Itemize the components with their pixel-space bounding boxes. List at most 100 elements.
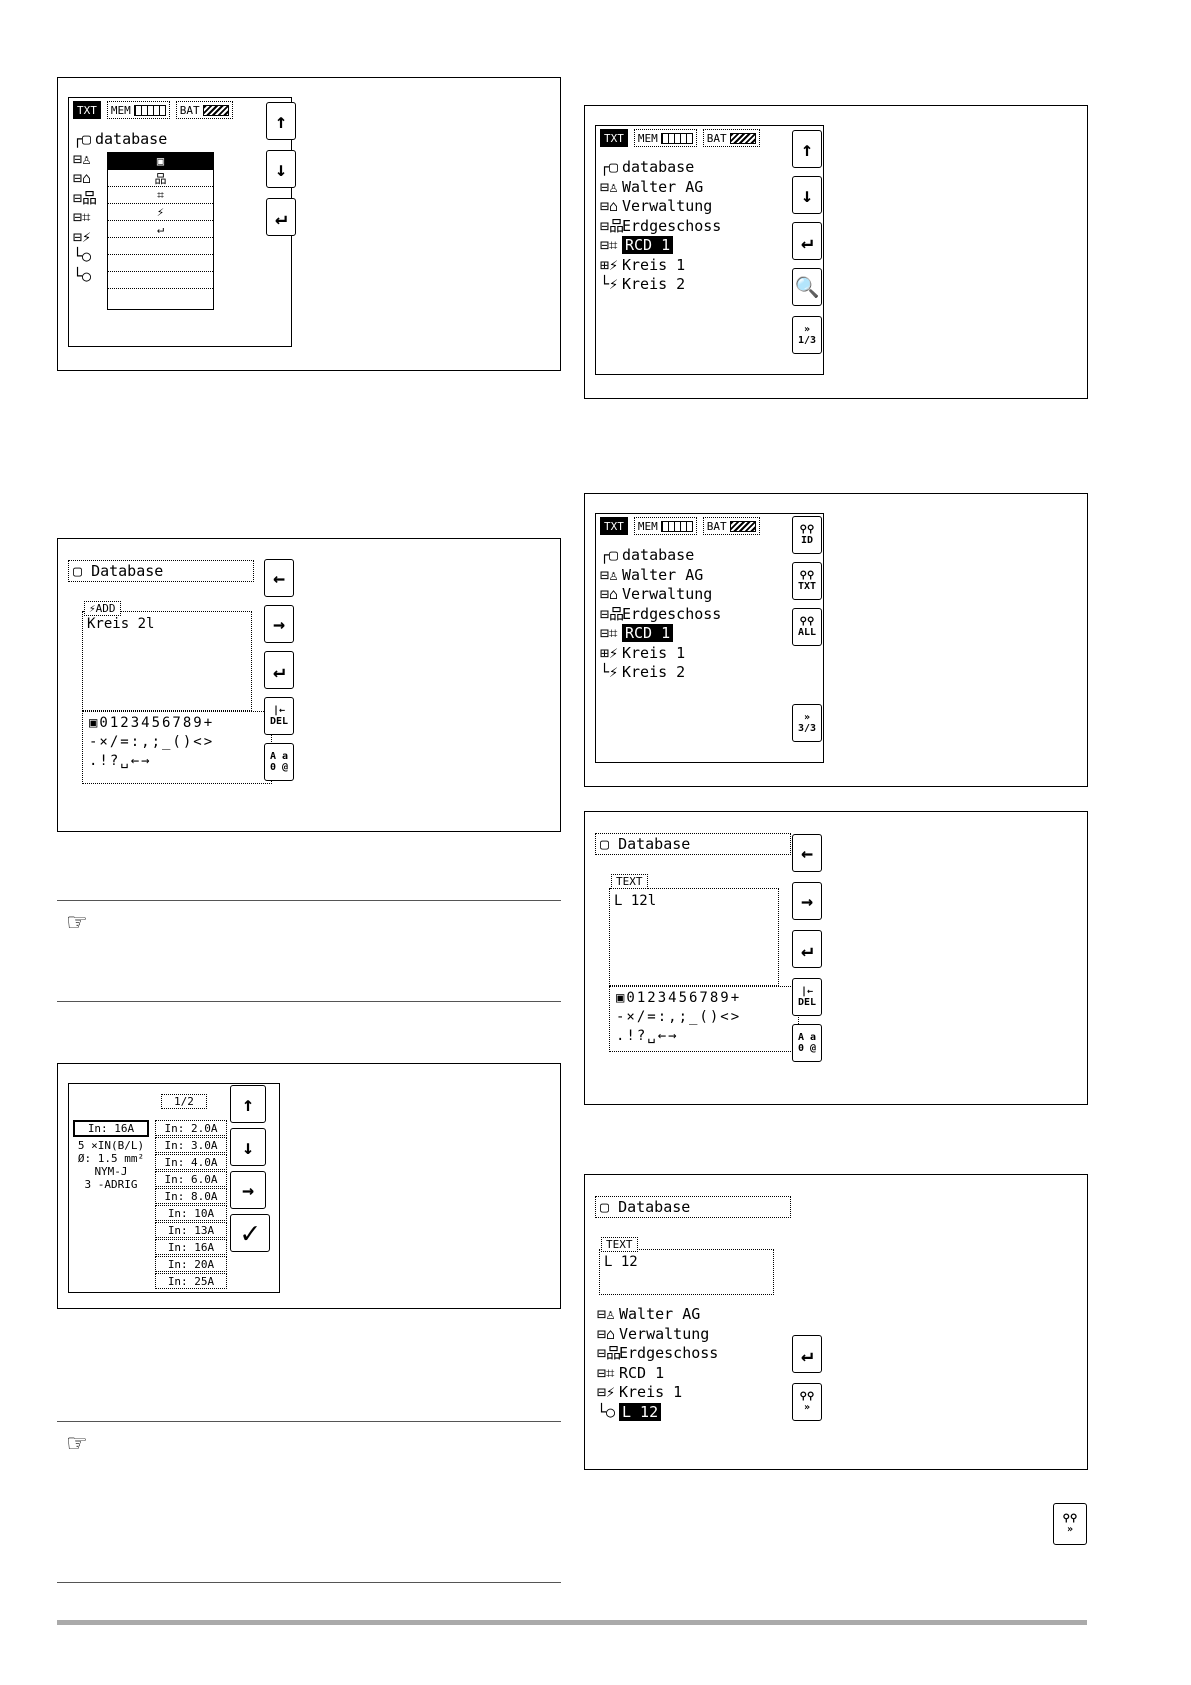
keyboard-row[interactable]: ▣0123456789+ [616, 990, 742, 1006]
text-area[interactable]: Kreis 2l [82, 611, 252, 711]
enter-button[interactable]: ↵ [792, 222, 822, 260]
floor-icon: ⊟品 [73, 188, 98, 207]
tree-row[interactable]: ┌▢database [73, 130, 168, 148]
tree-row[interactable]: ⊟品Erdgeschoss [600, 216, 722, 235]
text-area[interactable]: L 12l [609, 888, 779, 986]
zoom-in-icon[interactable]: 🔍 [792, 268, 822, 306]
delete-button[interactable]: |←DEL [792, 978, 822, 1016]
distributor-icon: ⊟⌗ [597, 1363, 615, 1382]
right-button[interactable]: → [264, 605, 294, 643]
enter-button[interactable]: ↵ [266, 198, 296, 236]
tree-row[interactable]: ⊟品Erdgeschoss [597, 1344, 719, 1362]
option-item[interactable]: In: 20A [155, 1256, 227, 1272]
tree-row[interactable]: └○ [73, 267, 167, 287]
option-item[interactable]: In: 2.0A [155, 1120, 227, 1136]
tree-row[interactable]: ⊟⌗ [73, 208, 167, 228]
tree-row[interactable]: ⊟♙ [73, 150, 167, 170]
find-id-button[interactable]: ⚲⚲ID [792, 516, 822, 554]
keyboard-row[interactable]: -×/=:,;_()<> [89, 734, 215, 750]
text-area[interactable]: L 12 [599, 1249, 774, 1295]
down-button[interactable]: ↓ [266, 150, 296, 188]
tree-row[interactable]: ⊟⌗RCD 1 [600, 236, 721, 256]
enter-button[interactable]: ↵ [792, 930, 822, 968]
param-current[interactable]: In: 16A [73, 1120, 149, 1137]
tree: ┌▢database ⊟♙Walter AG ⊟⌂Verwaltung ⊟品Er… [600, 158, 721, 295]
find-text-button[interactable]: ⚲⚲TXT [792, 562, 822, 600]
up-button[interactable]: ↑ [230, 1085, 266, 1123]
keyboard-row[interactable]: .!?␣←→ [89, 753, 152, 769]
popup-item[interactable] [108, 272, 213, 289]
popup-item[interactable] [108, 255, 213, 272]
building-icon: ⊟⌂ [600, 585, 619, 603]
tree-row[interactable]: ⊟♙Walter AG [597, 1305, 701, 1323]
right-button[interactable]: → [792, 882, 822, 920]
screen-2: TXT MEM BAT ┌▢database ⊟♙Walter AG ⊟⌂Ver… [595, 125, 824, 375]
option-item[interactable]: In: 25A [155, 1273, 227, 1289]
popup-item[interactable]: ⚡ [108, 204, 213, 221]
tree-row[interactable]: ⊟⌂Verwaltung [597, 1324, 710, 1343]
popup-item[interactable]: 品 [108, 170, 213, 187]
left-button[interactable]: ← [792, 834, 822, 872]
case-toggle-button[interactable]: A a 0 @ [264, 743, 294, 781]
up-button[interactable]: ↑ [266, 102, 296, 140]
tree-row[interactable]: ⊞⚡Kreis 1 [600, 255, 686, 274]
down-button[interactable]: ↓ [792, 176, 822, 214]
up-button[interactable]: ↑ [792, 130, 822, 168]
mem-indicator: MEM [633, 129, 697, 147]
binoculars-icon: ⚲⚲ [799, 616, 815, 627]
tree-row[interactable]: └○ [73, 247, 167, 267]
case-toggle-button[interactable]: A a 0 @ [792, 1024, 822, 1062]
tree-row[interactable]: ⊟⌂Verwaltung [600, 197, 713, 215]
tree-row[interactable]: ⊟品Erdgeschoss [600, 604, 722, 623]
tree-row[interactable]: ┌▢database [600, 158, 695, 176]
option-item[interactable]: In: 16A [155, 1239, 227, 1255]
tree-row[interactable]: └○L 12 [597, 1402, 718, 1423]
param-item: 3 -ADRIG [84, 1178, 138, 1191]
text-tag: TEXT [601, 1237, 638, 1252]
tree-row[interactable]: ⊞⚡Kreis 1 [600, 643, 686, 662]
popup-item[interactable]: ↵ [108, 221, 213, 238]
tree-row[interactable]: └⚡Kreis 2 [600, 275, 686, 293]
delete-button[interactable]: |←DEL [264, 697, 294, 735]
popup-item[interactable]: ⌗ [108, 187, 213, 204]
tree-row[interactable]: ⊟⌂ [73, 169, 167, 189]
enter-button[interactable]: ↵ [792, 1335, 822, 1373]
left-button[interactable]: ← [264, 559, 294, 597]
tree-row[interactable]: ⊟⚡ [73, 228, 167, 248]
lamp-icon: └○ [73, 247, 92, 265]
tree-row[interactable]: ⊟品 [73, 189, 167, 209]
tree-row[interactable]: ⊟♙Walter AG [600, 177, 704, 196]
keyboard-row[interactable]: -×/=:,;_()<> [616, 1009, 742, 1025]
building-icon: ⊟⌂ [600, 197, 619, 215]
popup-item[interactable]: ▣ [108, 153, 213, 170]
tree-row[interactable]: ⊟⌗RCD 1 [600, 624, 721, 644]
tree-row[interactable]: ⊟⌗RCD 1 [597, 1363, 665, 1382]
find-all-button[interactable]: ⚲⚲ALL [792, 608, 822, 646]
check-button[interactable]: ✓ [230, 1214, 270, 1252]
tree-row[interactable]: ⊟⌂Verwaltung [600, 585, 713, 603]
keyboard-row[interactable]: .!?␣←→ [616, 1028, 679, 1044]
page-button[interactable]: »3/3 [792, 704, 822, 742]
option-item[interactable]: In: 10A [155, 1205, 227, 1221]
popup-item[interactable] [108, 238, 213, 255]
option-item[interactable]: In: 8.0A [155, 1188, 227, 1204]
option-item[interactable]: In: 6.0A [155, 1171, 227, 1187]
find-next-button[interactable]: ⚲⚲» [792, 1383, 822, 1421]
option-item[interactable]: In: 3.0A [155, 1137, 227, 1153]
option-item[interactable]: In: 13A [155, 1222, 227, 1238]
down-button[interactable]: ↓ [230, 1128, 266, 1166]
keyboard-row[interactable]: ▣0123456789+ [89, 715, 215, 731]
keyboard[interactable]: ▣0123456789+ -×/=:,;_()<> .!?␣←→ [609, 986, 799, 1052]
keyboard[interactable]: ▣0123456789+ -×/=:,;_()<> .!?␣←→ [82, 711, 272, 784]
right-button[interactable]: → [230, 1171, 266, 1209]
floor-icon: ⊟品 [597, 1344, 622, 1362]
option-item[interactable]: In: 4.0A [155, 1154, 227, 1170]
tree-row[interactable]: ⊟⚡Kreis 1 [597, 1383, 683, 1401]
enter-button[interactable]: ↵ [264, 651, 294, 689]
tree-row[interactable]: ⊟♙Walter AG [600, 565, 704, 584]
database-icon: ┌▢ [73, 130, 92, 148]
tree-row[interactable]: └⚡Kreis 2 [600, 663, 686, 681]
tree-row[interactable]: ┌▢database [600, 546, 695, 564]
page-button[interactable]: »1/3 [792, 316, 822, 354]
figure-7: ▢ Database L 12 TEXT ⊟♙Walter AG ⊟⌂Verwa… [584, 1174, 1088, 1470]
